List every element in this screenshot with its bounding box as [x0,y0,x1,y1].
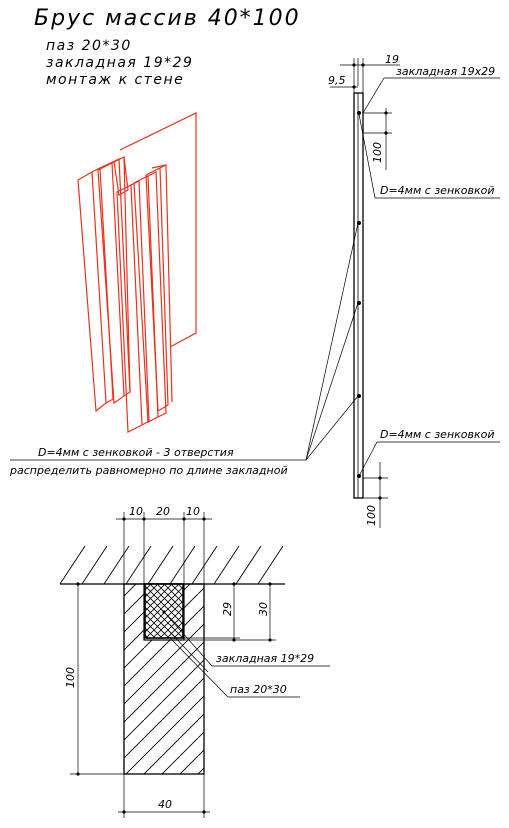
note-line-2: распределить равномерно по длине закладн… [9,464,288,477]
section-view [59,512,330,818]
note-line-1: D=4мм с зенковкой - 3 отверстия [38,446,234,459]
title-line-groove: паз 20*30 [46,38,132,54]
side-insert-label: закладная 19x29 [396,65,495,78]
section-dim-dots [76,517,272,814]
wall-hatching [59,545,284,585]
dim-20: 20 [156,505,170,518]
hole-label-top: D=4мм с зенковкой [380,184,495,197]
slat-5 [133,175,159,423]
slat-6 [145,167,169,413]
dim-100: 100 [64,667,77,688]
dim-10-left: 10 [129,505,143,518]
side-view-holes [352,63,388,500]
drawing-title: Брус массив 40*100 [34,6,301,31]
dim-19: 19 [385,53,399,66]
slat-3 [113,156,129,196]
dim-9-5: 9,5 [328,74,346,87]
dim-100-top: 100 [371,142,384,163]
title-line-insert: закладная 19*29 [46,55,194,71]
dim-40: 40 [158,798,172,811]
dim-30: 30 [257,602,270,616]
section-groove-label: паз 20*30 [230,683,287,696]
dim-29: 29 [221,602,234,616]
slat-4 [116,184,143,433]
section-insert-label: закладная 19*29 [216,652,314,665]
back-panel [119,112,197,348]
side-insert-body [353,92,364,499]
dim-100-bottom: 100 [365,505,378,526]
hole-label-bottom: D=4мм с зенковкой [380,428,495,441]
panel-3d-render [77,112,197,433]
title-line-mounting: монтаж к стене [46,72,185,88]
dim-10-right: 10 [186,505,200,518]
